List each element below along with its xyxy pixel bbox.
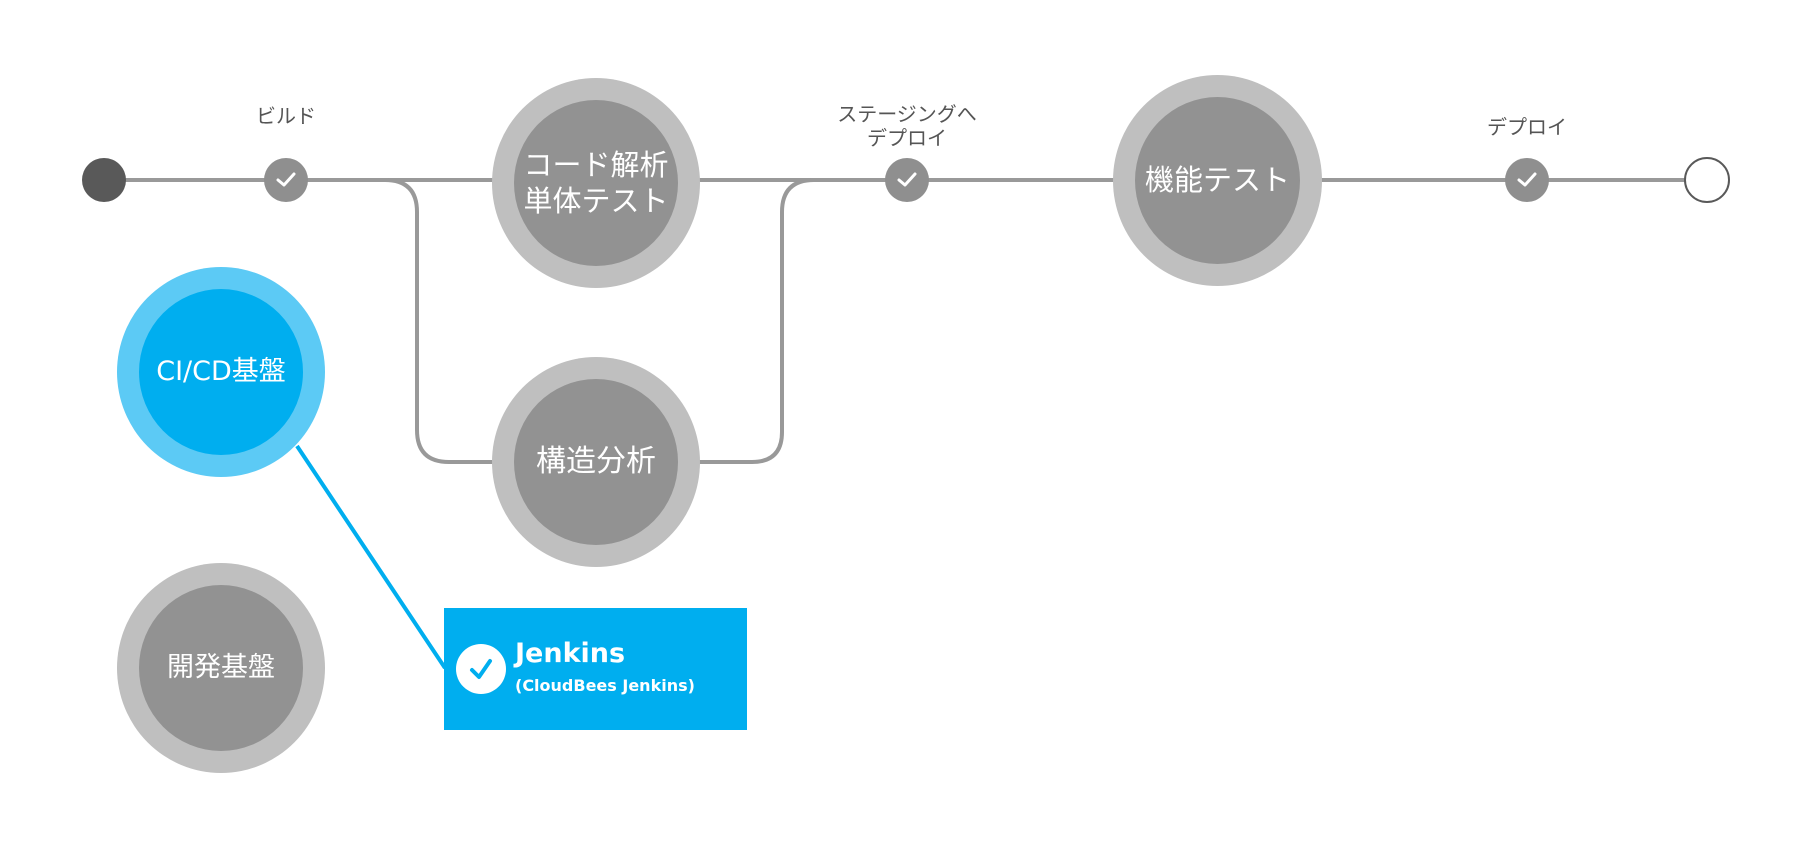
- tool-connector-line: [295, 444, 447, 670]
- checkmark-icon: [276, 172, 296, 187]
- branch-line-structure-analysis-out: [592, 178, 902, 464]
- stage-label-build: ビルド: [256, 104, 316, 128]
- checkmark-icon: [1517, 172, 1537, 187]
- jenkins-check-badge: [456, 644, 506, 694]
- node-cicd-platform: CI/CD基盤: [117, 267, 325, 477]
- stage-label-staging-deploy: ステージングへ デプロイ: [837, 102, 977, 150]
- node-cicd-platform-label: CI/CD基盤: [139, 289, 303, 455]
- jenkins-title: Jenkins: [515, 638, 626, 669]
- node-dev-platform: 開発基盤: [117, 563, 325, 773]
- node-dev-platform-label: 開発基盤: [139, 585, 303, 751]
- build-check-dot: [264, 158, 308, 202]
- node-code-analysis-label: コード解析 単体テスト: [514, 100, 678, 266]
- node-code-analysis: コード解析 単体テスト: [492, 78, 700, 288]
- staging-deploy-check-dot: [885, 158, 929, 202]
- node-functional-test: 機能テスト: [1113, 75, 1322, 286]
- node-structure-analysis: 構造分析: [492, 357, 700, 567]
- jenkins-subtitle: (CloudBees Jenkins): [515, 676, 695, 695]
- checkmark-icon: [470, 659, 492, 679]
- checkmark-icon: [897, 172, 917, 187]
- stage-label-deploy: デプロイ: [1487, 115, 1567, 139]
- branch-line-structure-analysis-in: [298, 178, 596, 464]
- pipeline-start-dot: [82, 158, 126, 202]
- node-functional-test-label: 機能テスト: [1135, 97, 1300, 264]
- jenkins-tool-card[interactable]: Jenkins (CloudBees Jenkins): [444, 608, 747, 730]
- node-structure-analysis-label: 構造分析: [514, 379, 678, 545]
- pipeline-end-dot: [1684, 157, 1730, 203]
- deploy-check-dot: [1505, 158, 1549, 202]
